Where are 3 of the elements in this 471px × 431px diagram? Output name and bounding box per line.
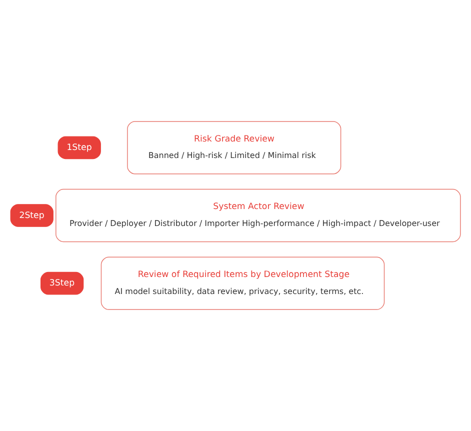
node-box: 2Step [10, 204, 54, 227]
node-box: 3Step [40, 272, 84, 295]
node-box: 1Step [58, 136, 101, 160]
